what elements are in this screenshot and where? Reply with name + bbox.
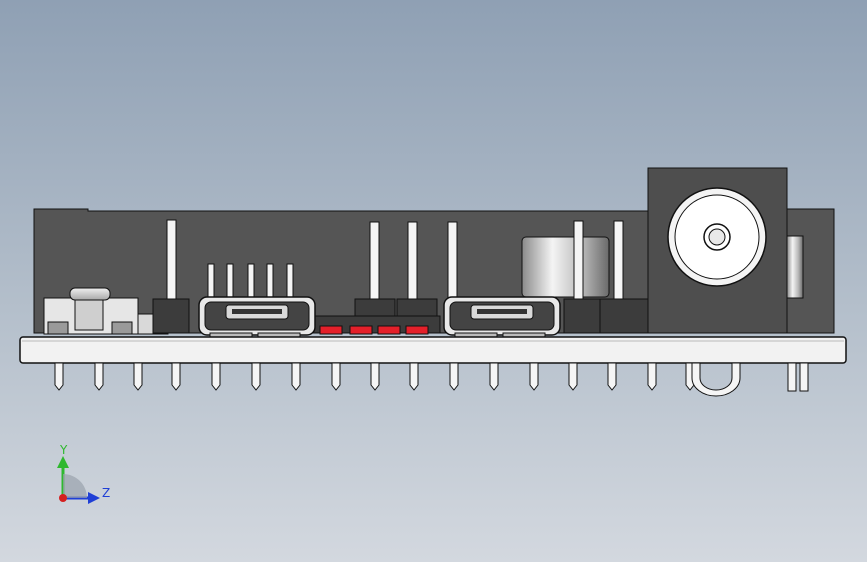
through-hole-pins bbox=[54, 362, 809, 392]
status-leds bbox=[319, 325, 429, 335]
x-axis-dot bbox=[59, 494, 67, 502]
side-cylinder bbox=[786, 235, 804, 299]
dc-jack-pin-core bbox=[708, 228, 726, 246]
electrolytic-capacitor bbox=[521, 236, 610, 298]
triad-quadrant bbox=[63, 474, 87, 498]
z-axis-label: Z bbox=[102, 486, 110, 500]
dc-jack-mount-loop bbox=[691, 362, 741, 397]
z-axis-arrow bbox=[88, 492, 100, 504]
y-axis-label: Y bbox=[59, 443, 68, 457]
micro-usb-right bbox=[443, 296, 561, 342]
micro-usb-left bbox=[198, 296, 316, 342]
pcb-substrate bbox=[19, 336, 847, 364]
pcb-model[interactable] bbox=[19, 167, 847, 397]
y-axis-arrow bbox=[57, 456, 69, 468]
view-triad: Y Z bbox=[57, 443, 110, 504]
